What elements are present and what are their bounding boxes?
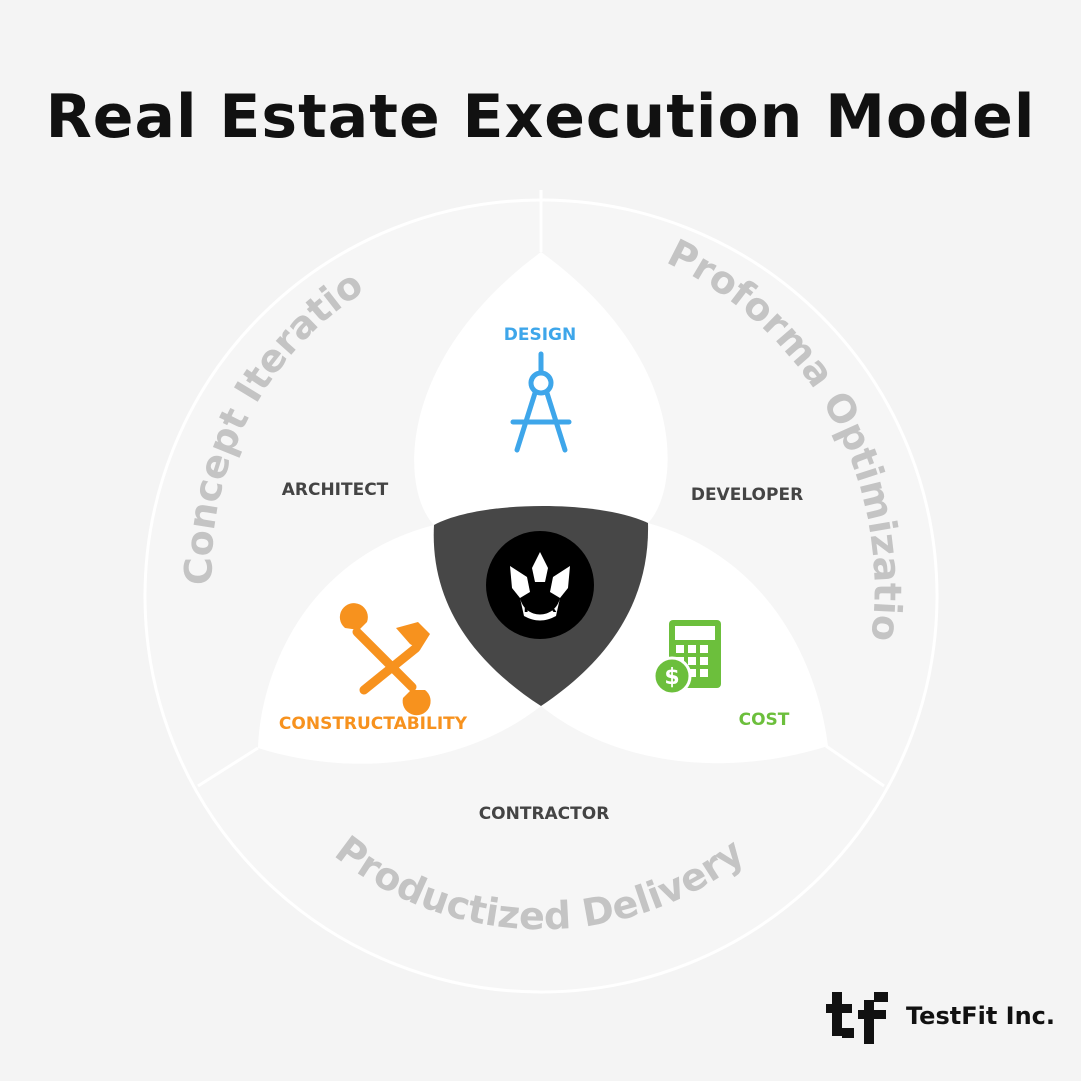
constructability-label: CONSTRUCTABILITY (279, 714, 468, 734)
divider-left (197, 746, 259, 788)
page-title: Real Estate Execution Model (45, 82, 1036, 152)
architect-label: ARCHITECT (282, 480, 389, 500)
constructability-petal (258, 525, 541, 764)
rex-label: REX (523, 598, 557, 616)
dino-footprint-icon (510, 552, 570, 621)
developer-label: DEVELOPER (691, 485, 803, 505)
rex-badge (486, 531, 594, 639)
svg-text:$: $ (664, 665, 679, 690)
cost-label: COST (739, 710, 790, 730)
calculator-dollar-icon: $ (652, 620, 721, 696)
design-petal (414, 252, 668, 525)
testfit-logo: TestFit Inc. (824, 988, 1056, 1048)
divider-right (825, 744, 885, 788)
tf-logo-icon (826, 992, 888, 1044)
contractor-label: CONTRACTOR (479, 804, 610, 824)
design-label: DESIGN (504, 325, 576, 345)
company-name: TestFit Inc. (906, 1002, 1056, 1030)
compass-icon (510, 351, 572, 453)
wrench-hammer-icon (339, 603, 431, 716)
